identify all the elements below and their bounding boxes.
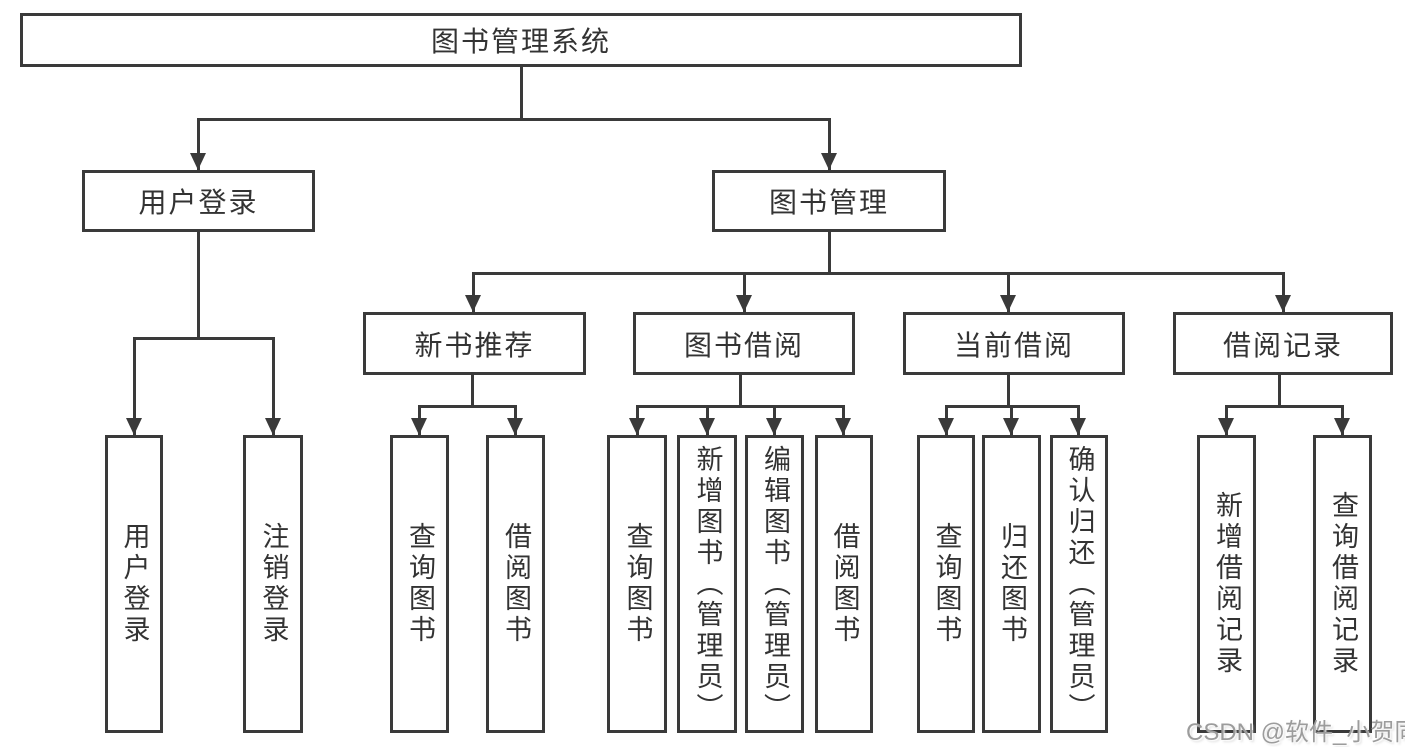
leaf-br-add-record-label: 新增借阅记录 [1212,491,1242,677]
node-new-book-recommend-label: 新书推荐 [414,329,535,361]
leaf-nbr-query-books-label: 查询图书 [405,522,435,646]
leaf-br-add-record: 新增借阅记录 [1197,435,1256,733]
connector-line [739,375,742,405]
connector-line [197,118,200,170]
node-current-borrow-label: 当前借阅 [953,329,1074,361]
connector-line [197,118,831,121]
node-current-borrow: 当前借阅 [903,312,1125,375]
connector-line [472,272,1284,275]
csdn-watermark: CSDN @软件_小贺同学 [1186,719,1405,746]
node-new-book-recommend: 新书推荐 [363,312,586,375]
connector-line [828,118,831,170]
leaf-br-query-record: 查询借阅记录 [1313,435,1372,733]
leaf-cb-query-books: 查询图书 [917,435,975,733]
node-user-login-label: 用户登录 [138,187,259,218]
arrowhead-down-icon [1070,418,1086,435]
leaf-cb-confirm-return-admin: 确认归还（管理员） [1050,435,1108,733]
arrowhead-down-icon [629,418,645,435]
arrowhead-down-icon [465,295,481,312]
leaf-bb-add-books-admin: 新增图书（管理员） [677,435,737,733]
leaf-nbr-borrow-books: 借阅图书 [486,435,545,733]
leaf-bb-borrow-books-label: 借阅图书 [829,522,860,646]
node-user-login: 用户登录 [82,170,315,232]
connector-line [520,67,523,120]
connector-line [828,232,831,272]
node-borrow-records: 借阅记录 [1173,312,1393,375]
connector-line [197,232,200,337]
arrowhead-down-icon [736,295,752,312]
arrowhead-down-icon [938,418,954,435]
leaf-logout: 注销登录 [243,435,303,733]
leaf-cb-query-books-label: 查询图书 [931,522,962,646]
leaf-nbr-borrow-books-label: 借阅图书 [501,522,531,646]
node-book-mgmt: 图书管理 [712,170,946,232]
connector-line [1282,272,1285,312]
node-book-mgmt-label: 图书管理 [768,187,889,218]
connector-line [1278,375,1281,405]
connector-line [418,405,517,408]
connector-line [1225,405,1343,408]
leaf-cb-return-books-label: 归还图书 [997,522,1027,646]
node-root-label: 图书管理系统 [430,26,611,57]
arrowhead-down-icon [126,418,142,435]
arrowhead-down-icon [1275,295,1291,312]
leaf-cb-confirm-return-admin-label: 确认归还（管理员） [1064,444,1095,724]
connector-line [272,337,275,435]
connector-line [133,337,136,435]
leaf-bb-edit-books-admin-label: 编辑图书（管理员） [760,444,790,724]
arrowhead-down-icon [190,153,206,170]
arrowhead-down-icon [411,418,427,435]
arrowhead-down-icon [1218,418,1234,435]
leaf-bb-add-books-admin-label: 新增图书（管理员） [692,444,723,724]
leaf-nbr-query-books: 查询图书 [390,435,449,733]
leaf-bb-borrow-books: 借阅图书 [815,435,873,733]
node-book-borrow-label: 图书借阅 [683,329,804,361]
connector-line [471,375,474,405]
arrowhead-down-icon [699,418,715,435]
node-book-borrow: 图书借阅 [633,312,855,375]
leaf-user-login-label: 用户登录 [119,522,150,646]
node-root: 图书管理系统 [20,13,1022,67]
arrowhead-down-icon [766,418,782,435]
connector-line [743,272,746,312]
connector-line [133,337,275,340]
connector-line [1007,375,1010,405]
arrowhead-down-icon [507,418,523,435]
connector-line [472,272,475,312]
leaf-bb-query-books: 查询图书 [607,435,667,733]
arrowhead-down-icon [1003,418,1019,435]
arrowhead-down-icon [1334,418,1350,435]
arrowhead-down-icon [1000,295,1016,312]
arrowhead-down-icon [821,153,837,170]
node-borrow-records-label: 借阅记录 [1222,329,1343,361]
leaf-logout-label: 注销登录 [258,522,289,646]
leaf-user-login: 用户登录 [105,435,163,733]
arrowhead-down-icon [835,418,851,435]
connector-line [1007,272,1010,312]
leaf-bb-query-books-label: 查询图书 [622,522,653,646]
connector-line [636,405,844,408]
leaf-cb-return-books: 归还图书 [982,435,1041,733]
leaf-br-query-record-label: 查询借阅记录 [1328,491,1358,677]
arrowhead-down-icon [265,418,281,435]
leaf-bb-edit-books-admin: 编辑图书（管理员） [745,435,804,733]
